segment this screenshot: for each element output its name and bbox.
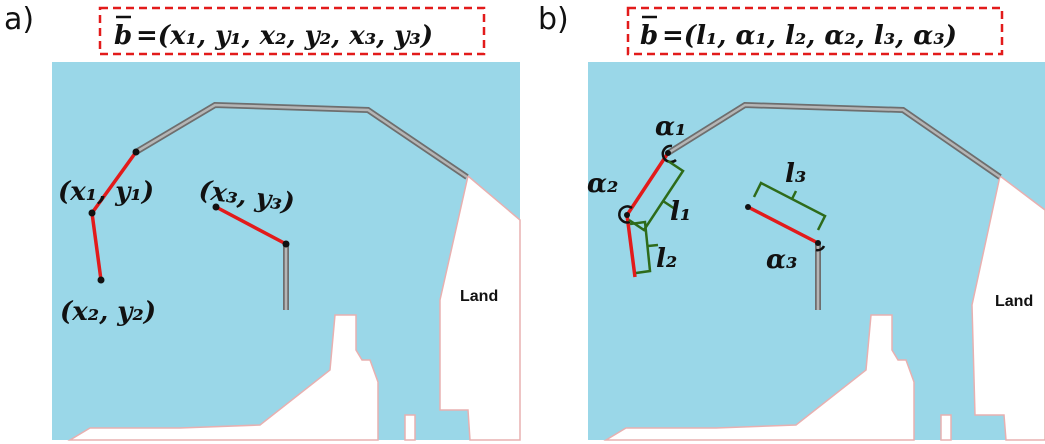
panel-b-diagram: b =(l₁, α₁, l₂, α₂, l₃, α₃) α₁ α₂ α₃ l₁ … <box>587 6 1045 441</box>
l-3-label: l₃ <box>785 159 806 189</box>
land-label: Land <box>995 293 1033 310</box>
land-bottom <box>603 314 915 441</box>
bracket-l2 <box>629 220 652 275</box>
breakwater-existing-highlight <box>135 103 468 179</box>
point-start <box>132 148 140 156</box>
l-2-label: l₂ <box>656 244 677 274</box>
panel-b: b) b =(l₁, α₁, l₂, α₂, l₃, α₃) <box>520 0 1045 444</box>
breakwater-existing-highlight <box>667 103 1001 179</box>
point-end <box>815 240 821 246</box>
l-1-label: l₁ <box>670 197 691 227</box>
point-end <box>282 240 290 248</box>
formula-box <box>98 6 486 56</box>
formula-lhs: b <box>640 21 658 51</box>
segment-3 <box>747 205 819 245</box>
point-3 <box>212 203 220 211</box>
land-pier <box>940 414 952 441</box>
point-start <box>665 150 671 156</box>
bracket-l3-tick <box>790 190 798 200</box>
point-3 <box>745 204 751 210</box>
alpha-1-label: α₁ <box>655 112 686 142</box>
formula-lhs: b <box>114 21 132 51</box>
bracket-l1-tick <box>662 199 676 211</box>
angle-arc-3 <box>815 245 826 252</box>
alpha-2-label: α₂ <box>587 169 618 199</box>
panel-a-label: a) <box>4 2 35 37</box>
angle-arc-1 <box>661 144 677 164</box>
panel-b-label: b) <box>538 2 569 37</box>
point-1-label: (x₁, y₁) <box>58 177 154 207</box>
point-1 <box>88 209 96 217</box>
formula-box <box>626 6 1004 56</box>
segment-3 <box>215 205 287 246</box>
point-2 <box>97 276 105 284</box>
land-pier <box>404 414 416 441</box>
alpha-3-label: α₃ <box>766 245 797 275</box>
point-1 <box>624 212 630 218</box>
panel-a-diagram: b =(x₁, y₁, x₂, y₂, x₃, y₃) (x₁, y₁) (x₂… <box>52 6 521 441</box>
land-label: Land <box>460 288 498 305</box>
angle-arc-2 <box>618 205 633 224</box>
formula-rhs: =(l₁, α₁, l₂, α₂, l₃, α₃) <box>662 21 957 51</box>
bracket-l2-tick <box>647 243 659 248</box>
point-2-label: (x₂, y₂) <box>60 297 156 327</box>
formula-rhs: =(x₁, y₁, x₂, y₂, x₃, y₃) <box>136 21 433 51</box>
land-right <box>971 174 1045 441</box>
land-right <box>439 174 521 441</box>
panel-a: a) b =(x₁, y₁, x₂, y₂, x₃, y₃) (x₁, y₁) … <box>4 2 521 441</box>
land-bottom <box>67 314 379 441</box>
